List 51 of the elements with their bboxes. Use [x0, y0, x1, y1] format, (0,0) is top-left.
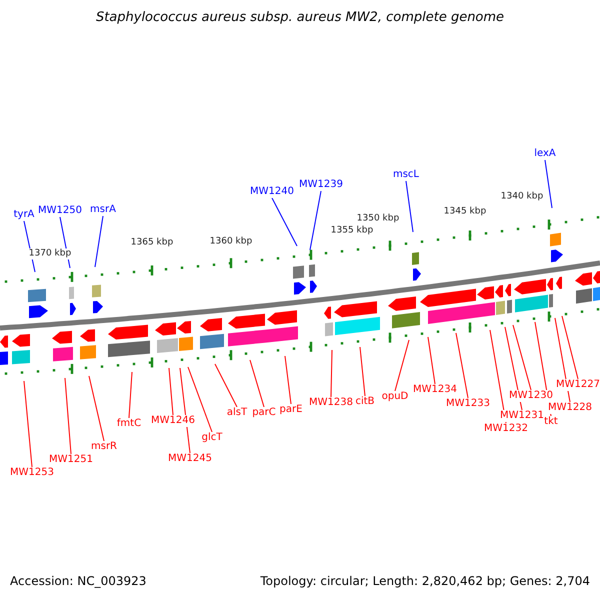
scale-label: 1360 kbp — [208, 236, 254, 248]
leader-line — [490, 330, 506, 424]
leader-line — [456, 332, 468, 398]
leader-line — [94, 216, 104, 268]
scale-label: 1345 kbp — [442, 206, 488, 218]
gene-label: MW1230 — [508, 390, 554, 402]
leader-line — [310, 190, 322, 250]
gene-label: tyrA — [12, 209, 36, 221]
leader-line — [284, 356, 292, 404]
gene-label: parE — [278, 404, 304, 416]
leader-line — [512, 324, 532, 390]
gene-label: MW1240 — [249, 186, 295, 198]
gene-label: mscL — [392, 169, 420, 181]
gene-label: MW1231 — [499, 410, 545, 422]
gene-label: MW1228 — [547, 402, 593, 414]
leader-line — [360, 346, 366, 396]
accession-text: Accession: NC_003923 — [10, 574, 146, 588]
scale-label: 1350 kbp — [356, 214, 400, 224]
leader-line — [188, 366, 212, 432]
leader-line — [64, 378, 72, 454]
leader-line — [24, 380, 32, 468]
leader-line — [88, 376, 104, 442]
leader-line — [168, 368, 174, 416]
leader-line — [428, 336, 436, 384]
scale-label: 1365 kbp — [130, 238, 174, 248]
leader-line — [554, 318, 570, 402]
leader-line — [544, 160, 552, 208]
title: Staphylococcus aureus subsp. aureus MW2, complete genome — [94, 10, 506, 25]
leader-line — [272, 198, 298, 246]
gene-label: MW1227 — [555, 379, 600, 391]
gene-label: opuD — [380, 391, 410, 403]
leader-line — [214, 364, 238, 408]
leader-line — [394, 340, 410, 392]
gene-label: lexA — [533, 148, 557, 160]
scale-label: 1370 kbp — [28, 248, 72, 260]
leader-line — [330, 350, 332, 398]
scale-label: 1340 kbp — [500, 192, 544, 202]
gene-label: MW1239 — [298, 179, 344, 191]
leader-line — [562, 316, 578, 380]
leader-line — [180, 368, 190, 454]
leader-line — [504, 326, 522, 410]
gene-label: parC — [251, 407, 277, 419]
gene-label: msrA — [89, 204, 117, 216]
gene-label: MW1246 — [150, 415, 196, 427]
genome-info-text: Topology: circular; Length: 2,820,462 bp; Genes: 2,704 — [260, 574, 590, 588]
gene-label: MW1250 — [37, 205, 83, 217]
leader-line — [128, 372, 132, 418]
leader-line — [250, 360, 264, 408]
scale-label: 1355 kbp — [330, 226, 374, 236]
gene-label: glcT — [200, 432, 224, 444]
leader-line — [406, 180, 414, 232]
